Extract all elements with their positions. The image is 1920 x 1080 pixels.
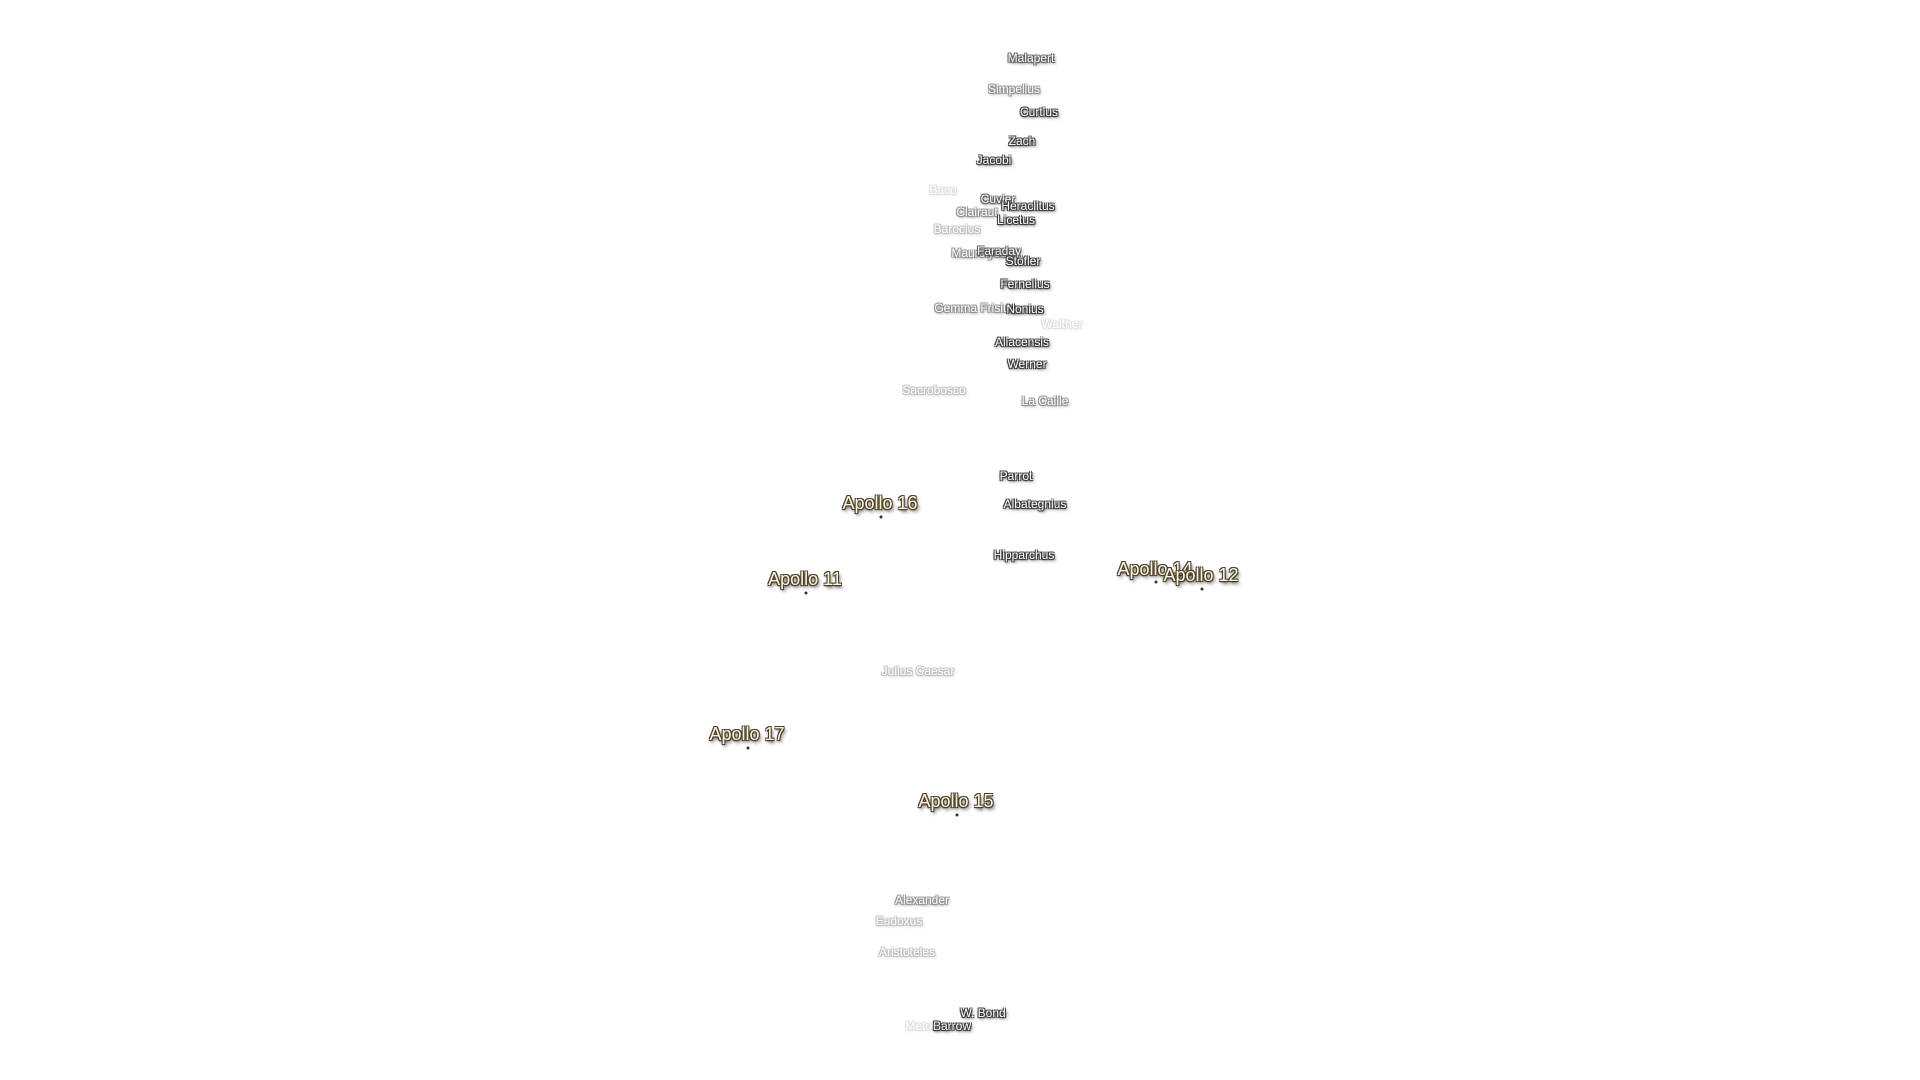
landing-site-marker-apollo-16[interactable] <box>879 515 883 519</box>
crater-label-simpelius[interactable]: Simpelius <box>987 82 1041 96</box>
crater-label-heraclitus[interactable]: Heraclitus <box>1001 199 1055 213</box>
crater-label-faraday[interactable]: Faraday <box>976 244 1022 258</box>
crater-label-curtius[interactable]: Curtius <box>1019 105 1059 119</box>
crater-label-werner[interactable]: Werner <box>1007 357 1047 371</box>
crater-label-nonius[interactable]: Nonius <box>1006 302 1044 316</box>
crater-label-sacrobosco[interactable]: Sacrobosco <box>902 383 966 397</box>
crater-label-zach[interactable]: Zach <box>1008 134 1036 148</box>
crater-label-jacobi[interactable]: Jacobi <box>976 153 1012 167</box>
landing-site-marker-apollo-11[interactable] <box>804 591 808 595</box>
apollo-site-label-12[interactable]: Apollo 12 <box>1163 565 1239 585</box>
crater-label-aristoteles[interactable]: Aristoteles <box>878 945 936 959</box>
crater-label-barocius[interactable]: Barocius <box>933 222 981 236</box>
crater-label-licetus[interactable]: Licetus <box>996 213 1036 227</box>
crater-label-clairaut[interactable]: Clairaut <box>956 205 998 219</box>
crater-label-eudoxus[interactable]: Eudoxus <box>875 914 923 928</box>
crater-label-stofler[interactable]: Stöfler <box>1005 254 1041 268</box>
landing-site-marker-apollo-12[interactable] <box>1200 587 1204 591</box>
crater-label-alexander[interactable]: Alexander <box>894 893 950 907</box>
crater-label-barrow[interactable]: Barrow <box>932 1019 972 1033</box>
crater-label-la-caille[interactable]: La Caille <box>1021 394 1069 408</box>
apollo-site-label-17[interactable]: Apollo 17 <box>709 724 785 744</box>
crater-label-w-bond[interactable]: W. Bond <box>960 1006 1006 1020</box>
crater-label-malapert[interactable]: Malapert <box>1007 51 1055 65</box>
crater-label-parrot[interactable]: Parrot <box>999 469 1033 483</box>
crater-label-fernelius[interactable]: Fernelius <box>1000 277 1050 291</box>
apollo-site-label-14[interactable]: Apollo 14 <box>1117 559 1193 579</box>
crater-label-gemma-frisius[interactable]: Gemma Frisius <box>934 301 1016 315</box>
crater-label-baco[interactable]: Baco <box>929 183 957 197</box>
landing-site-marker-apollo-14[interactable] <box>1154 580 1158 584</box>
apollo-site-label-15[interactable]: Apollo 15 <box>918 791 994 811</box>
apollo-site-label-11[interactable]: Apollo 11 <box>768 569 842 589</box>
crater-label-walther[interactable]: Walther <box>1041 317 1083 331</box>
crater-label-aliacensis[interactable]: Aliacensis <box>994 335 1050 349</box>
crater-label-hipparchus[interactable]: Hipparchus <box>993 548 1055 562</box>
crater-label-maurolycus[interactable]: Maurolycus <box>951 246 1013 260</box>
crater-label-albategnius[interactable]: Albategnius <box>1003 497 1067 511</box>
landing-site-marker-apollo-15[interactable] <box>955 813 959 817</box>
crater-label-julius-caesar[interactable]: Julius Caesar <box>881 664 955 678</box>
crater-label-meton[interactable]: Meton <box>905 1019 939 1033</box>
crater-label-cuvier[interactable]: Cuvier <box>980 192 1016 206</box>
landing-site-marker-apollo-17[interactable] <box>746 746 750 750</box>
apollo-site-label-16[interactable]: Apollo 16 <box>842 493 918 513</box>
